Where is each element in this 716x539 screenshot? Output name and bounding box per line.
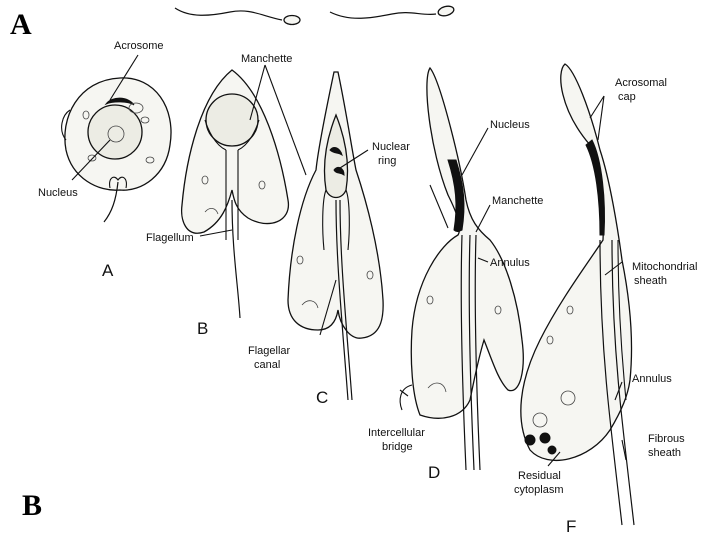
label-residual-cytoplasm-1: Residual — [518, 470, 561, 482]
label-manchette-b: Manchette — [241, 53, 292, 65]
stage-a-spermatid — [62, 78, 171, 222]
label-nuclear-ring-2: ring — [378, 155, 396, 167]
label-intercellular-bridge-2: bridge — [382, 441, 413, 453]
panel-label-a: A — [10, 8, 32, 41]
panel-label-b: B — [22, 489, 42, 522]
stage-label-d: D — [428, 463, 440, 482]
stage-label-a: A — [102, 261, 114, 280]
label-fibrous-sheath-1: Fibrous — [648, 433, 685, 445]
stage-label-b: B — [197, 319, 208, 338]
label-nucleus-d: Nucleus — [490, 119, 530, 131]
stage-label-f: F — [566, 517, 576, 536]
label-annulus-f: Annulus — [632, 373, 672, 385]
mature-sperm-2 — [330, 5, 455, 19]
label-mitochondrial-sheath-1: Mitochondrial — [632, 261, 697, 273]
label-flagellar-canal-1: Flagellar — [248, 345, 291, 357]
label-nucleus-a: Nucleus — [38, 187, 78, 199]
label-mitochondrial-sheath-2: sheath — [634, 275, 667, 287]
label-manchette-d: Manchette — [492, 195, 543, 207]
label-annulus-d: Annulus — [490, 257, 530, 269]
stage-b-spermatid — [182, 70, 289, 318]
stage-c-spermatid — [288, 72, 383, 400]
label-acrosomal-cap-1: Acrosomal — [615, 77, 667, 89]
label-acrosome: Acrosome — [114, 40, 164, 52]
stage-label-c: C — [316, 388, 328, 407]
mature-sperm-1 — [175, 8, 300, 25]
label-residual-cytoplasm-2: cytoplasm — [514, 484, 564, 496]
label-intercellular-bridge-1: Intercellular — [368, 427, 425, 439]
label-flagellar-canal-2: canal — [254, 359, 280, 371]
label-nuclear-ring-1: Nuclear — [372, 141, 410, 153]
label-flagellum: Flagellum — [146, 232, 194, 244]
label-acrosomal-cap-2: cap — [618, 91, 636, 103]
label-fibrous-sheath-2: sheath — [648, 447, 681, 459]
stage-f-spermatid — [521, 64, 634, 525]
